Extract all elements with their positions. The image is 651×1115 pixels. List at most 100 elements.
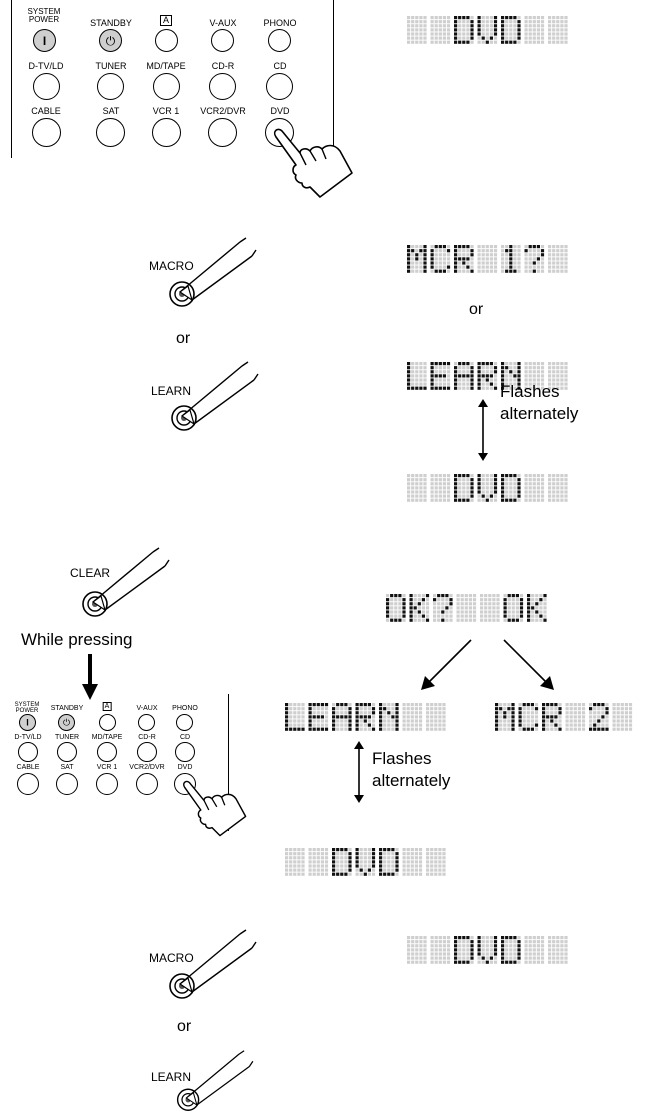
vcr2-dvr-button-2[interactable] bbox=[136, 773, 158, 795]
system-power-button[interactable]: I bbox=[33, 29, 56, 52]
cd-button[interactable] bbox=[266, 73, 293, 100]
v-aux-button[interactable] bbox=[211, 29, 234, 52]
or-label-left-2: or bbox=[177, 1018, 192, 1035]
remote-left-edge bbox=[11, 0, 12, 158]
vcr1-button[interactable] bbox=[152, 118, 181, 147]
cd-r-button-2[interactable] bbox=[137, 742, 157, 762]
btn2-label-cd: CD bbox=[179, 734, 191, 741]
tuner-button[interactable] bbox=[97, 73, 124, 100]
lcd-char-A bbox=[332, 703, 352, 731]
lcd-char-R bbox=[454, 245, 474, 273]
btn2-label-vcr2-dvr: VCR2/DVR bbox=[129, 764, 165, 771]
sat-button[interactable] bbox=[96, 118, 125, 147]
btn2-label-phono: PHONO bbox=[172, 705, 198, 712]
btn2-label-dvd: DVD bbox=[177, 764, 193, 771]
lcd-char-blank bbox=[426, 703, 446, 731]
learn-key-button-icon[interactable] bbox=[162, 352, 272, 432]
d-tv-ld-button-2[interactable] bbox=[18, 742, 38, 762]
btn-label-cd-r: CD-R bbox=[211, 61, 235, 71]
lcd-char-blank bbox=[308, 848, 329, 876]
btn-label-a: A bbox=[159, 15, 173, 26]
macro-key-label-2: MACRO bbox=[149, 951, 194, 965]
lcd-char-O bbox=[386, 594, 406, 622]
btn2-label-sat: SAT bbox=[60, 764, 74, 771]
btn-label-sat: SAT bbox=[102, 106, 120, 116]
learn-key-button-icon-2[interactable] bbox=[162, 1042, 272, 1112]
standby-button[interactable]: ⏻ bbox=[99, 29, 122, 52]
lcd-char-blank bbox=[407, 16, 427, 44]
tuner-button-2[interactable] bbox=[57, 742, 77, 762]
btn2-label-tuner: TUNER bbox=[54, 734, 80, 741]
lcd-char-V bbox=[477, 16, 498, 44]
lcd-char-E bbox=[308, 703, 329, 731]
lcd-char-E bbox=[430, 362, 451, 390]
btn-label-vcr2-dvr: VCR2/DVR bbox=[200, 106, 246, 116]
lcd-char-M bbox=[495, 703, 515, 731]
v-aux-button-2[interactable] bbox=[138, 714, 155, 731]
lcd-char-blank bbox=[477, 245, 498, 273]
lcd-char-blank bbox=[402, 703, 423, 731]
lcd-char-L bbox=[407, 362, 427, 390]
power-on-icon-2: I bbox=[26, 717, 29, 727]
lcd-char-blank bbox=[524, 474, 545, 502]
arrow-down-icon bbox=[82, 654, 98, 700]
or-label-left-1: or bbox=[176, 330, 191, 347]
lcd-char-blank bbox=[524, 936, 545, 964]
flashes-alternately-label-1: Flashes alternately bbox=[500, 382, 579, 423]
cable-button[interactable] bbox=[32, 118, 61, 147]
macro-key-button-icon-2[interactable] bbox=[160, 920, 270, 1000]
lcd-char-C bbox=[430, 245, 451, 273]
lcd-char-question bbox=[433, 594, 453, 622]
learn-key-label-2: LEARN bbox=[151, 1070, 192, 1084]
pointing-hand-icon-2 bbox=[183, 780, 247, 837]
lcd-char-blank bbox=[430, 16, 451, 44]
lcd-char-blank bbox=[456, 594, 477, 622]
pointing-hand-icon bbox=[273, 128, 353, 198]
lcd-step1-dvd bbox=[407, 16, 568, 44]
btn-label-vcr1: VCR 1 bbox=[152, 106, 180, 116]
vcr2-dvr-button[interactable] bbox=[208, 118, 237, 147]
lcd-char-blank bbox=[548, 362, 568, 390]
btn-label-v-aux: V-AUX bbox=[209, 18, 237, 28]
flashes-alternately-label-2: Flashes alternately bbox=[372, 749, 451, 790]
lcd-step4-dvd bbox=[285, 848, 446, 876]
standby-icon-2: ⏻ bbox=[62, 717, 71, 727]
lcd-char-V bbox=[477, 936, 498, 964]
clear-key-button-icon[interactable] bbox=[79, 540, 189, 620]
lcd-char-blank bbox=[480, 594, 500, 622]
standby-button-2[interactable]: ⏻ bbox=[58, 714, 75, 731]
btn2-label-v-aux: V-AUX bbox=[136, 705, 158, 712]
btn-label-tuner: TUNER bbox=[95, 61, 127, 71]
md-tape-button-2[interactable] bbox=[97, 742, 117, 762]
lcd-char-D bbox=[379, 848, 399, 876]
btn-label-cd: CD bbox=[273, 61, 287, 71]
while-pressing-label: While pressing bbox=[21, 630, 133, 649]
remote-right-edge bbox=[333, 0, 334, 168]
a-button-2[interactable] bbox=[99, 714, 116, 731]
lcd-char-L bbox=[285, 703, 305, 731]
a-button[interactable] bbox=[155, 29, 178, 52]
btn2-label-cable: CABLE bbox=[16, 764, 40, 771]
sat-button-2[interactable] bbox=[56, 773, 78, 795]
phono-button-2[interactable] bbox=[176, 714, 193, 731]
system-power-button-2[interactable]: I bbox=[19, 714, 36, 731]
lcd-char-D bbox=[501, 474, 521, 502]
phono-button[interactable] bbox=[268, 29, 291, 52]
cd-button-2[interactable] bbox=[175, 742, 195, 762]
lcd-char-D bbox=[454, 936, 474, 964]
macro-key-button-icon[interactable] bbox=[160, 228, 270, 308]
lcd-char-2 bbox=[589, 703, 609, 731]
md-tape-button[interactable] bbox=[153, 73, 180, 100]
arrow-down-right-icon bbox=[503, 639, 554, 690]
cd-r-button[interactable] bbox=[209, 73, 236, 100]
vcr1-button-2[interactable] bbox=[96, 773, 118, 795]
lcd-char-R bbox=[355, 703, 376, 731]
d-tv-ld-button[interactable] bbox=[33, 73, 60, 100]
lcd-char-R bbox=[542, 703, 562, 731]
btn2-label-d-tv-ld: D-TV/LD bbox=[14, 734, 42, 741]
cable-button-2[interactable] bbox=[17, 773, 39, 795]
arrow-down-left-icon bbox=[421, 639, 472, 690]
btn2-label-standby: STANDBY bbox=[50, 705, 84, 712]
